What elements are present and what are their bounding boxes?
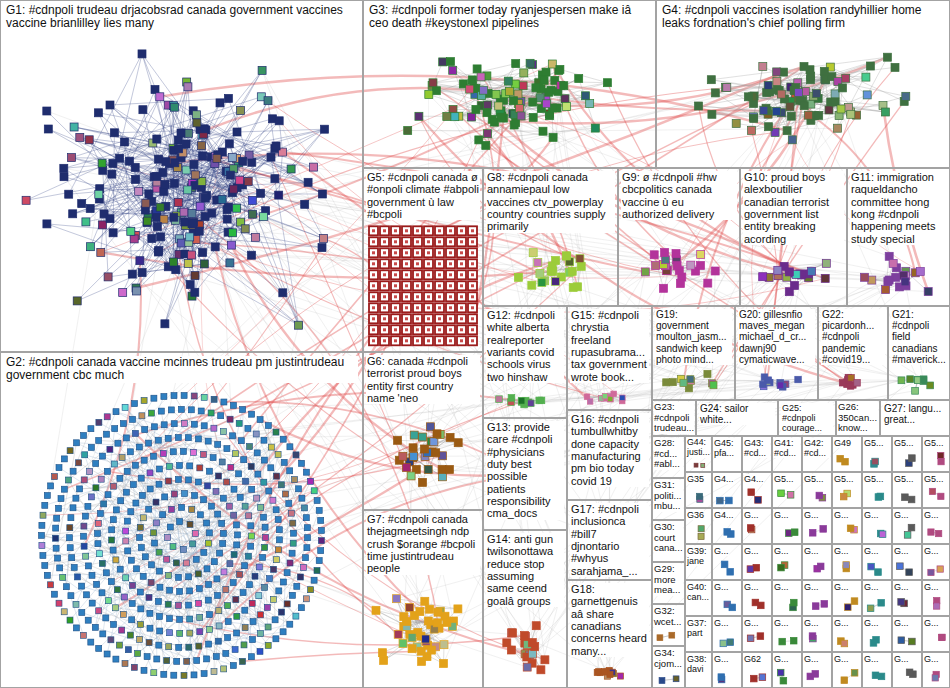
- network-canvas: G1: #cdnpoli trudeau drjacobsrad canada …: [0, 0, 950, 688]
